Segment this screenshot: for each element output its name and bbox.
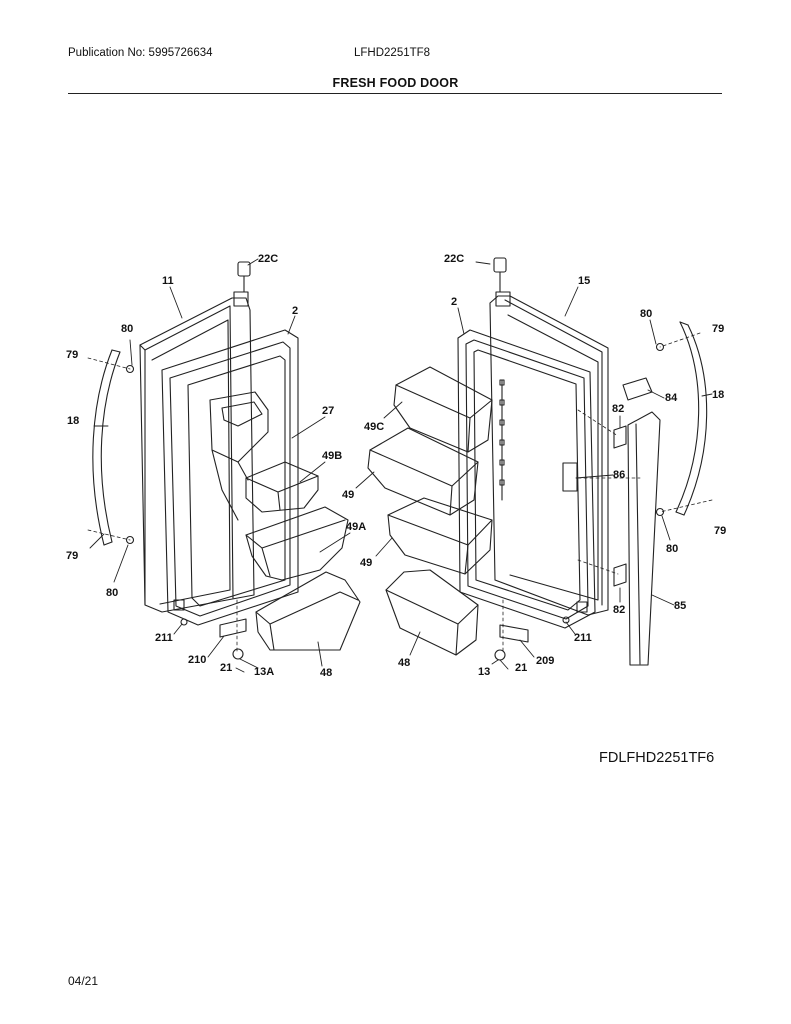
callout-21-left: 21: [220, 662, 232, 674]
drawing-code: FDLFHD2251TF6: [599, 750, 715, 766]
callout-21-right: 21: [515, 662, 527, 674]
callout-49-lower: 49: [360, 557, 372, 569]
bin-49C: [393, 366, 493, 453]
bin-49-upper: [367, 427, 479, 516]
right-trim-strip: [627, 411, 661, 666]
callout-211-right: 211: [574, 632, 592, 644]
callout-79-left-top: 79: [66, 349, 78, 361]
callout-49b: 49B: [322, 450, 342, 462]
left-handle: [92, 349, 121, 546]
callout-2-left: 2: [292, 305, 298, 317]
callout-48-left: 48: [320, 667, 332, 679]
callout-49c: 49C: [364, 421, 384, 433]
callout-49-upper: 49: [342, 489, 354, 501]
right-door-shell: [489, 291, 609, 616]
callout-209: 209: [536, 655, 554, 667]
callout-85: 85: [674, 600, 686, 612]
callout-211-left: 211: [155, 632, 173, 644]
callout-2-right: 2: [451, 296, 457, 308]
dispenser-housing: [209, 391, 269, 521]
right-door-gasket: [457, 329, 596, 629]
callout-27: 27: [322, 405, 334, 417]
callout-80-right-bottom: 80: [666, 543, 678, 555]
callout-210: 210: [188, 654, 206, 666]
callout-82-right-top: 82: [612, 403, 624, 415]
callout-79-left-bottom: 79: [66, 550, 78, 562]
publication-number: Publication No: 5995726634: [68, 47, 213, 59]
callout-82-right-bottom: 82: [613, 604, 625, 616]
callout-18-left: 18: [67, 415, 79, 427]
callout-18-right: 18: [712, 389, 724, 401]
callout-22c-left: 22C: [258, 253, 278, 265]
bin-49A: [245, 506, 349, 581]
callout-48-right: 48: [398, 657, 410, 669]
model-number: LFHD2251TF8: [354, 47, 431, 59]
callout-15: 15: [578, 275, 590, 287]
callout-80-left-top: 80: [121, 323, 133, 335]
page-title: FRESH FOOD DOOR: [332, 76, 459, 90]
callout-13a: 13A: [254, 666, 274, 678]
bin-49-lower: [387, 497, 493, 575]
left-door-shell: [139, 291, 255, 613]
bin-49B: [245, 461, 319, 513]
header-rule: [68, 93, 722, 94]
callout-84: 84: [665, 392, 678, 404]
callout-13: 13: [478, 666, 490, 678]
right-door-shelf-posts: [499, 379, 505, 501]
callout-79-right-bottom: 79: [714, 525, 726, 537]
callout-79-right-top: 79: [712, 323, 724, 335]
callout-80-right-top: 80: [640, 308, 652, 320]
callout-86: 86: [613, 469, 625, 481]
callout-22c-right: 22C: [444, 253, 464, 265]
bin-48-right: [385, 569, 479, 656]
callout-11: 11: [162, 275, 174, 287]
callout-49a: 49A: [346, 521, 366, 533]
right-hinge-parts: [493, 257, 665, 661]
right-handle: [675, 321, 708, 516]
left-door-gasket: [161, 329, 299, 626]
revision-date: 04/21: [68, 974, 99, 988]
callout-80-left-bottom: 80: [106, 587, 118, 599]
leader-lines: [89, 258, 713, 673]
callout-labels: 22C 11 2 80 79 18 27 49B 49A 211 210 21 …: [66, 253, 726, 679]
assembly-lines: [87, 332, 713, 653]
bin-48-left: [255, 571, 361, 651]
